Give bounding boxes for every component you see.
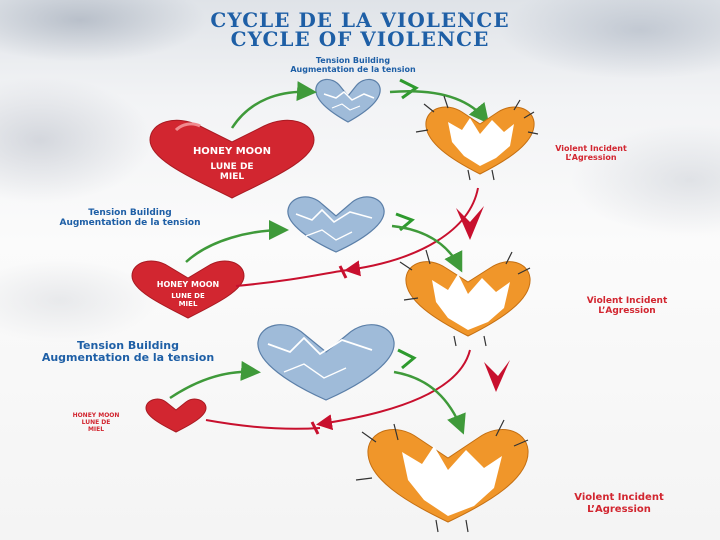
red-arrow-icon-2 bbox=[235, 269, 349, 287]
violent-label-3: Violent Incident L’Agression bbox=[544, 492, 694, 516]
lightning-icon-5 bbox=[397, 348, 417, 370]
title-french: CYCLE DE LA VIOLENCE bbox=[210, 8, 510, 32]
tension-heart-icon-3 bbox=[257, 324, 395, 401]
lightning-icon-2 bbox=[456, 206, 484, 240]
honeymoon-heart-icon-3 bbox=[145, 398, 207, 433]
lightning-icon-4 bbox=[484, 360, 510, 392]
honeymoon-label-3: HONEY MOON LUNE DE MIEL bbox=[48, 412, 144, 433]
tension-en-3: Tension Building bbox=[77, 339, 179, 352]
honeymoon-fr1-1: LUNE DE bbox=[210, 162, 254, 172]
honeymoon-heart-icon-1 bbox=[149, 119, 315, 199]
violent-heart-icon-2 bbox=[399, 249, 531, 347]
tension-heart-icon-2 bbox=[287, 196, 385, 253]
tension-heart-icon-1 bbox=[315, 78, 381, 123]
honeymoon-fr2-1: MIEL bbox=[219, 172, 245, 182]
violent-en-3: Violent Incident bbox=[574, 492, 664, 503]
title-english: CYCLE OF VIOLENCE bbox=[230, 27, 490, 51]
violent-heart-icon-1 bbox=[415, 95, 539, 181]
red-arrow-icon-4 bbox=[205, 419, 321, 430]
lightning-icon-1 bbox=[399, 78, 419, 100]
tension-en-2: Tension Building bbox=[88, 208, 172, 218]
honeymoon-fr1-3: LUNE DE bbox=[81, 419, 111, 426]
violent-label-2: Violent Incident L’Agression bbox=[560, 296, 694, 316]
violent-en-2: Violent Incident bbox=[586, 296, 668, 306]
tension-fr-3: Augmentation de la tension bbox=[41, 351, 215, 364]
honeymoon-en-2: HONEY MOON bbox=[156, 280, 220, 289]
violent-fr-3: L’Agression bbox=[587, 504, 651, 515]
tension-label-3: Tension Building Augmentation de la tens… bbox=[10, 340, 246, 364]
honeymoon-label-2: HONEY MOON LUNE DE MIEL bbox=[138, 280, 238, 308]
honeymoon-fr2-3: MIEL bbox=[87, 426, 105, 433]
tension-fr-1: Augmentation de la tension bbox=[290, 65, 416, 74]
honeymoon-en-1: HONEY MOON bbox=[192, 146, 272, 157]
green-arrow-icon-2 bbox=[389, 90, 490, 124]
honeymoon-fr1-2: LUNE DE bbox=[171, 292, 205, 300]
green-arrow-icon-3 bbox=[185, 220, 289, 263]
red-mark-icon-2 bbox=[310, 421, 320, 435]
tension-label-2: Tension Building Augmentation de la tens… bbox=[30, 208, 230, 228]
violent-fr-1: L’Agression bbox=[565, 153, 617, 162]
red-mark-icon-1 bbox=[338, 265, 348, 279]
green-arrow-icon-1 bbox=[230, 81, 317, 129]
violent-heart-icon-3 bbox=[355, 419, 529, 533]
honeymoon-fr2-2: MIEL bbox=[178, 300, 198, 308]
green-arrow-icon-5 bbox=[169, 360, 261, 400]
honeymoon-label-1: HONEY MOON LUNE DE MIEL bbox=[160, 146, 304, 182]
green-arrow-icon-4 bbox=[391, 224, 463, 273]
red-arrow-icon-3 bbox=[316, 349, 471, 431]
tension-label-1: Tension Building Augmentation de la tens… bbox=[268, 56, 438, 74]
tension-en-1: Tension Building bbox=[315, 56, 391, 65]
violent-en-1: Violent Incident bbox=[555, 144, 627, 153]
honeymoon-en-3: HONEY MOON bbox=[72, 412, 120, 419]
violent-label-1: Violent Incident L’Agression bbox=[536, 144, 646, 162]
honeymoon-heart-icon-2 bbox=[131, 260, 245, 319]
tension-fr-2: Augmentation de la tension bbox=[59, 218, 201, 228]
violent-fr-2: L’Agression bbox=[598, 306, 656, 316]
green-arrow-icon-6 bbox=[393, 370, 466, 435]
